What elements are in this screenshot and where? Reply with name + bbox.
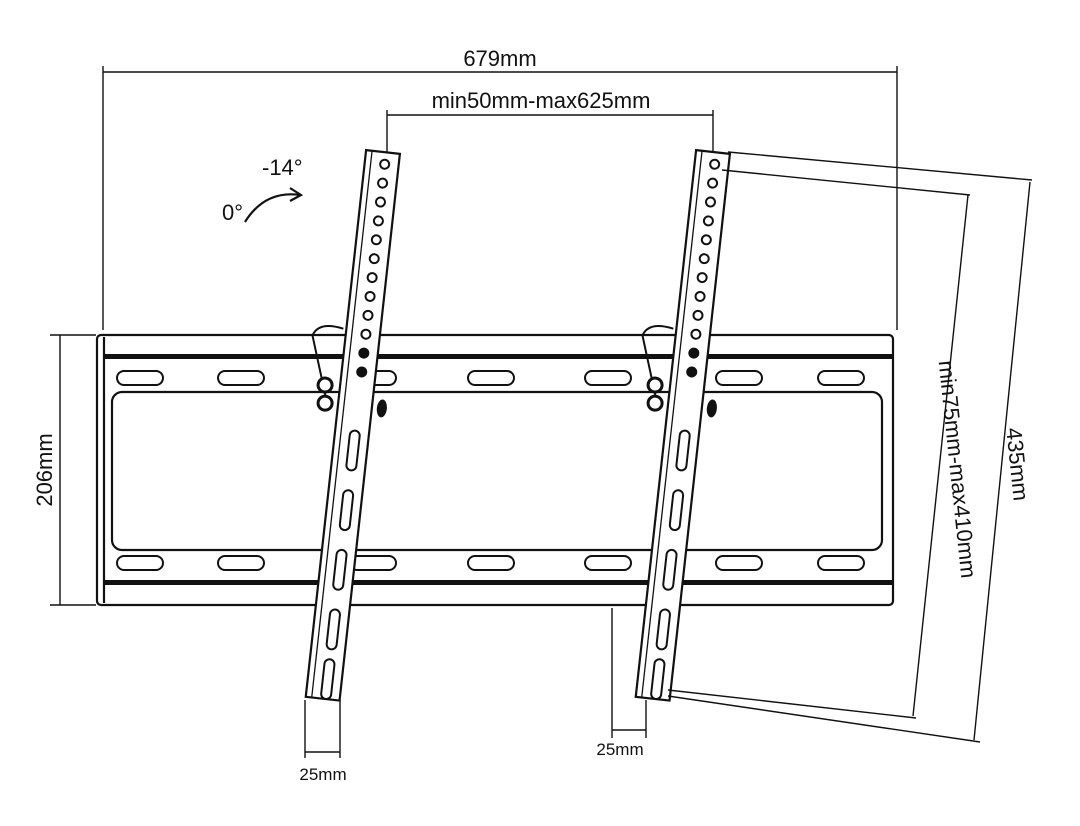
bracket-slot [320,658,336,701]
profile-left-label: 25mm [299,765,346,784]
bracket-hole [377,177,389,189]
horizontal-vesa-label: min50mm-max625mm [432,88,651,113]
mounting-slot [584,555,632,571]
profile-right-label: 25mm [596,740,643,759]
bracket-hole [698,253,710,265]
zero-angle-label: 0° [222,200,243,225]
bracket-hole [686,366,698,378]
bracket-slot [345,429,361,472]
lock-knob-icon [646,376,664,394]
bracket-hole [374,196,386,208]
bolt-icon [706,399,717,418]
bracket-slot [662,548,678,591]
bracket-hole [372,215,384,227]
wall-plate [95,333,895,607]
bracket-hole [709,158,721,170]
lock-knob-icon [316,394,334,412]
bracket-hole [688,347,700,359]
plate-height-dimension: 206mm [32,334,96,606]
vertical-vesa-label: min75mm-max410mm [934,359,982,579]
bracket-hole [694,290,706,302]
bracket-slot [668,489,685,532]
bracket-hole [364,290,376,302]
mounting-slot [116,370,164,386]
overall-width-label: 679mm [463,46,536,71]
mounting-slot [817,370,865,386]
bracket-hole [379,158,391,170]
bracket-hole [368,253,380,265]
bracket-hole [692,309,704,321]
lock-lever [641,325,674,398]
profile-left-dimension: 25mm [299,700,347,784]
bracket-hole [690,328,702,340]
mounting-slot [584,370,632,386]
lock-lever [311,325,344,398]
tilt-arrow-icon [244,193,301,223]
bracket-slot [650,658,666,701]
mounting-slot [217,555,265,571]
mounting-slot [467,370,515,386]
mounting-slot [116,555,164,571]
bracket-slot [338,489,355,532]
lock-knob-icon [316,376,334,394]
bracket-length-label: 435mm [1001,426,1034,502]
bracket-hole [358,347,370,359]
bracket-slot [325,608,341,651]
bracket-hole [366,272,378,284]
mounting-slot [715,370,763,386]
plate-height-label: 206mm [32,433,57,506]
bracket-hole [696,272,708,284]
bracket-hole [362,309,374,321]
mounting-slot [467,555,515,571]
profile-right-dimension: 25mm [596,608,647,759]
bracket-hole [702,215,714,227]
bracket-hole [700,234,712,246]
mounting-slot [817,555,865,571]
lock-knob-icon [646,394,664,412]
tilt-angle-label: -14° [262,155,303,180]
mounting-slot [217,370,265,386]
bracket-hole [356,366,368,378]
tilt-indicator: -14° 0° [222,155,304,225]
bracket-hole [360,328,372,340]
mounting-slot [349,555,397,571]
overall-width-dimension: 679mm [102,46,898,330]
bracket-hole [370,234,382,246]
right-bracket [634,148,732,702]
mounting-slot [715,555,763,571]
bracket-slot [655,608,671,651]
bracket-dimensions: min75mm-max410mm 435mm [667,151,1034,743]
bracket-hole [707,177,719,189]
bracket-slot [332,548,348,591]
bracket-slot [675,429,691,472]
bolt-icon [376,399,387,418]
bracket-hole [704,196,716,208]
left-bracket [304,148,402,702]
horizontal-vesa-dimension: min50mm-max625mm [386,88,714,155]
